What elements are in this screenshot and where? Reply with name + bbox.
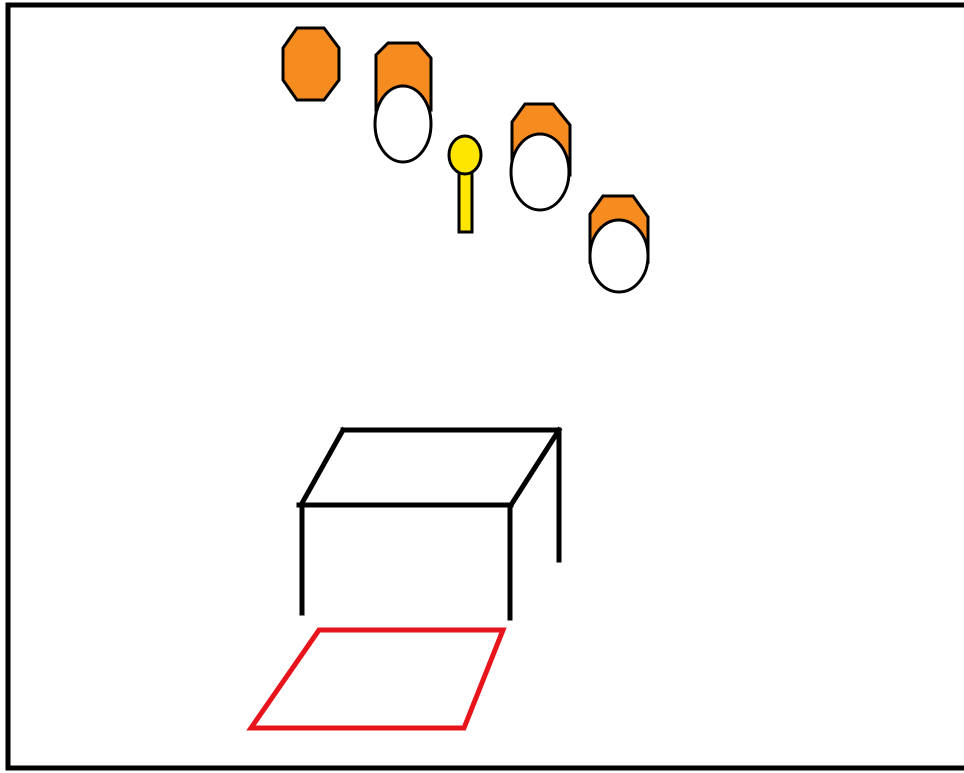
- yellow-pin-head: [449, 136, 481, 174]
- shell-1: [375, 43, 431, 162]
- shell-3-egg: [590, 220, 648, 292]
- shell-2-egg: [511, 134, 569, 210]
- shell-3: [590, 196, 648, 292]
- shell-2: [511, 104, 570, 210]
- shell-1-egg: [375, 86, 431, 162]
- frame-border: [8, 5, 964, 768]
- orange-octagon: [283, 28, 339, 100]
